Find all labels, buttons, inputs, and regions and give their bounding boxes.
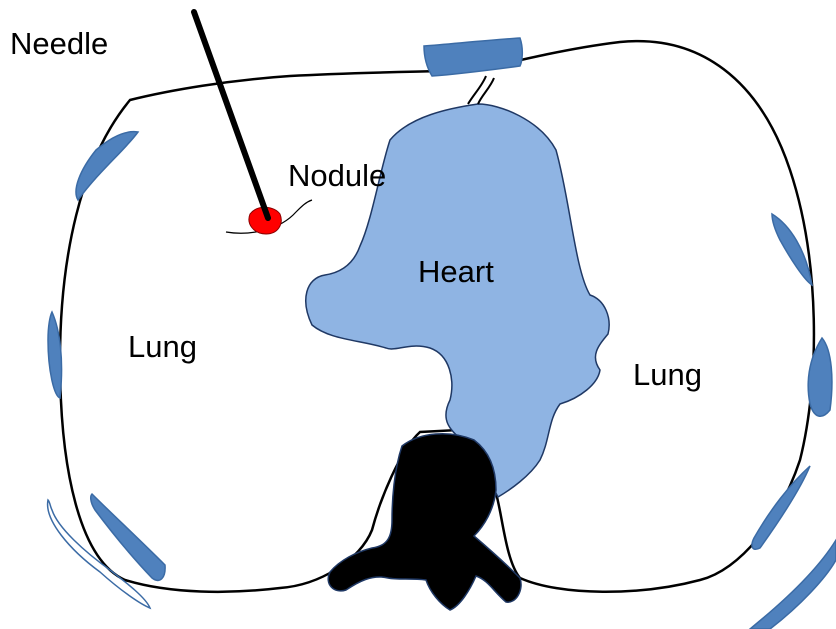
- rib-right-3: [752, 466, 810, 549]
- rib-left-3: [91, 494, 165, 580]
- lung-right-label: Lung: [633, 357, 702, 392]
- heart-label: Heart: [418, 254, 494, 289]
- rib-right-4: [750, 540, 836, 629]
- great-vessel: [468, 76, 494, 104]
- lung-left-label: Lung: [128, 329, 197, 364]
- needle-label: Needle: [10, 26, 108, 61]
- rib-left-2: [48, 312, 62, 398]
- needle: [194, 12, 268, 218]
- rib-right-1: [772, 214, 812, 285]
- rib-right-2: [808, 338, 832, 416]
- nodule-label: Nodule: [288, 158, 386, 193]
- rib-left-1: [76, 132, 138, 200]
- sternum-band: [424, 38, 522, 76]
